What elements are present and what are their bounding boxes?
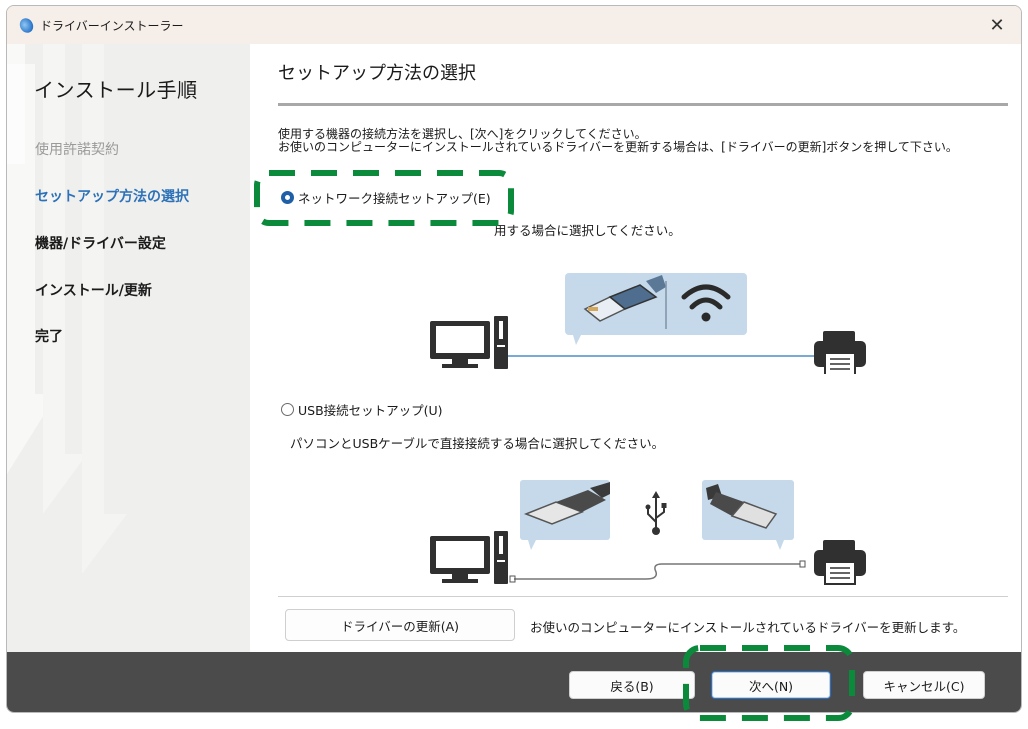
network-description: 用する場合に選択してください。 [494,223,681,238]
radio-usb-label: USB接続セットアップ(U) [298,403,443,418]
title-divider [278,103,1008,106]
title-bar: ドライバーインストーラー ✕ [7,6,1021,44]
usb-symbol-icon [645,491,667,535]
radio-network-setup[interactable]: ネットワーク接続セットアップ(E) [281,188,491,207]
computer-icon [430,316,508,369]
network-illustration [430,273,866,374]
ethernet-plug-icon [583,275,666,322]
steps-sidebar: インストール手順 使用許諾契約 セットアップ方法の選択 機器/ドライバー設定 イ… [7,44,250,652]
update-driver-description: お使いのコンピューターにインストールされているドライバーを更新します。 [530,620,966,635]
footer-bar: 戻る(B) 次へ(N) キャンセル(C) [7,652,1021,712]
page-title: セットアップ方法の選択 [278,63,476,84]
arrow-decoration-icon [7,44,127,574]
usb-description: パソコンとUSBケーブルで直接接続する場合に選択してください。 [290,436,665,451]
main-content: セットアップ方法の選択 使用する機器の接続方法を選択し、[次へ]をクリックしてく… [250,44,1021,652]
window-title: ドライバーインストーラー [40,18,184,33]
printer-icon [814,540,866,585]
update-driver-button[interactable]: ドライバーの更新(A) [285,609,515,641]
close-button[interactable]: ✕ [989,14,1005,36]
intro-text: 使用する機器の接続方法を選択し、[次へ]をクリックしてください。 お使いのコンピ… [278,128,958,154]
computer-icon [430,531,508,584]
step-device-driver: 機器/ドライバー設定 [35,236,166,252]
step-install-update: インストール/更新 [35,283,152,299]
usb-b-plug-icon [702,480,794,550]
app-icon [17,15,36,35]
usb-a-plug-icon [520,480,610,550]
step-setup-method: セットアップ方法の選択 [35,189,189,205]
intro-line-1: 使用する機器の接続方法を選択し、[次へ]をクリックしてください。 [278,127,647,141]
sidebar-title: インストール手順 [34,78,198,102]
usb-illustration [430,480,866,585]
radio-network-label: ネットワーク接続セットアップ(E) [298,191,491,206]
printer-icon [814,331,866,374]
bottom-divider [278,596,1008,597]
connection-bubble-icon [565,273,747,345]
step-complete: 完了 [35,329,63,345]
next-button[interactable]: 次へ(N) [711,671,831,699]
back-button[interactable]: 戻る(B) [569,671,695,699]
radio-usb-setup[interactable]: USB接続セットアップ(U) [281,400,443,419]
cancel-button[interactable]: キャンセル(C) [863,671,985,699]
wifi-icon [681,284,731,310]
installer-window: ドライバーインストーラー ✕ インストール手順 使用許諾契約 セットアップ方法の… [6,5,1022,713]
radio-unselected-icon[interactable] [281,403,294,416]
step-license: 使用許諾契約 [35,142,119,158]
intro-line-2: お使いのコンピューターにインストールされているドライバーを更新する場合は、[ドラ… [278,140,958,154]
radio-selected-icon[interactable] [281,191,294,204]
